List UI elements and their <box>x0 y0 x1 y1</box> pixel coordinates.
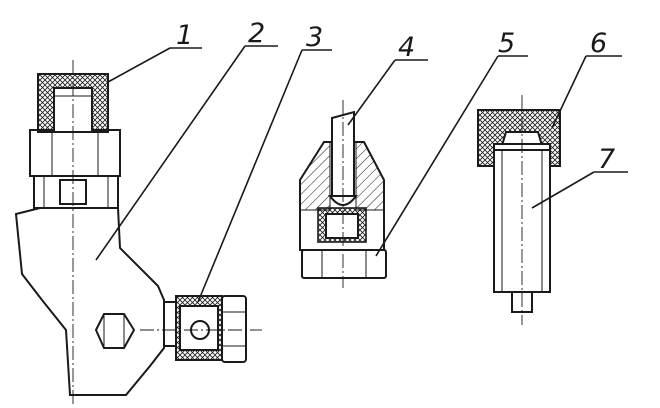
callout-7: 7 <box>598 144 615 175</box>
side-hub <box>163 301 177 347</box>
callout-labels: 1 2 3 4 5 6 7 <box>176 18 615 175</box>
end-nut <box>221 295 247 363</box>
callout-1: 1 <box>176 20 193 51</box>
assembly-chuck <box>299 100 387 288</box>
bracket-body <box>14 207 165 396</box>
upper-nut <box>29 129 121 177</box>
callout-4: 4 <box>398 32 415 63</box>
callout-2: 2 <box>248 18 265 49</box>
callout-3: 3 <box>306 22 323 53</box>
assembly-bracket <box>14 60 262 405</box>
assembly-rod <box>477 95 561 325</box>
callout-5: 5 <box>498 28 515 59</box>
leader-lines <box>95 45 628 303</box>
base-nut-5 <box>301 249 387 279</box>
callout-6: 6 <box>590 28 607 59</box>
